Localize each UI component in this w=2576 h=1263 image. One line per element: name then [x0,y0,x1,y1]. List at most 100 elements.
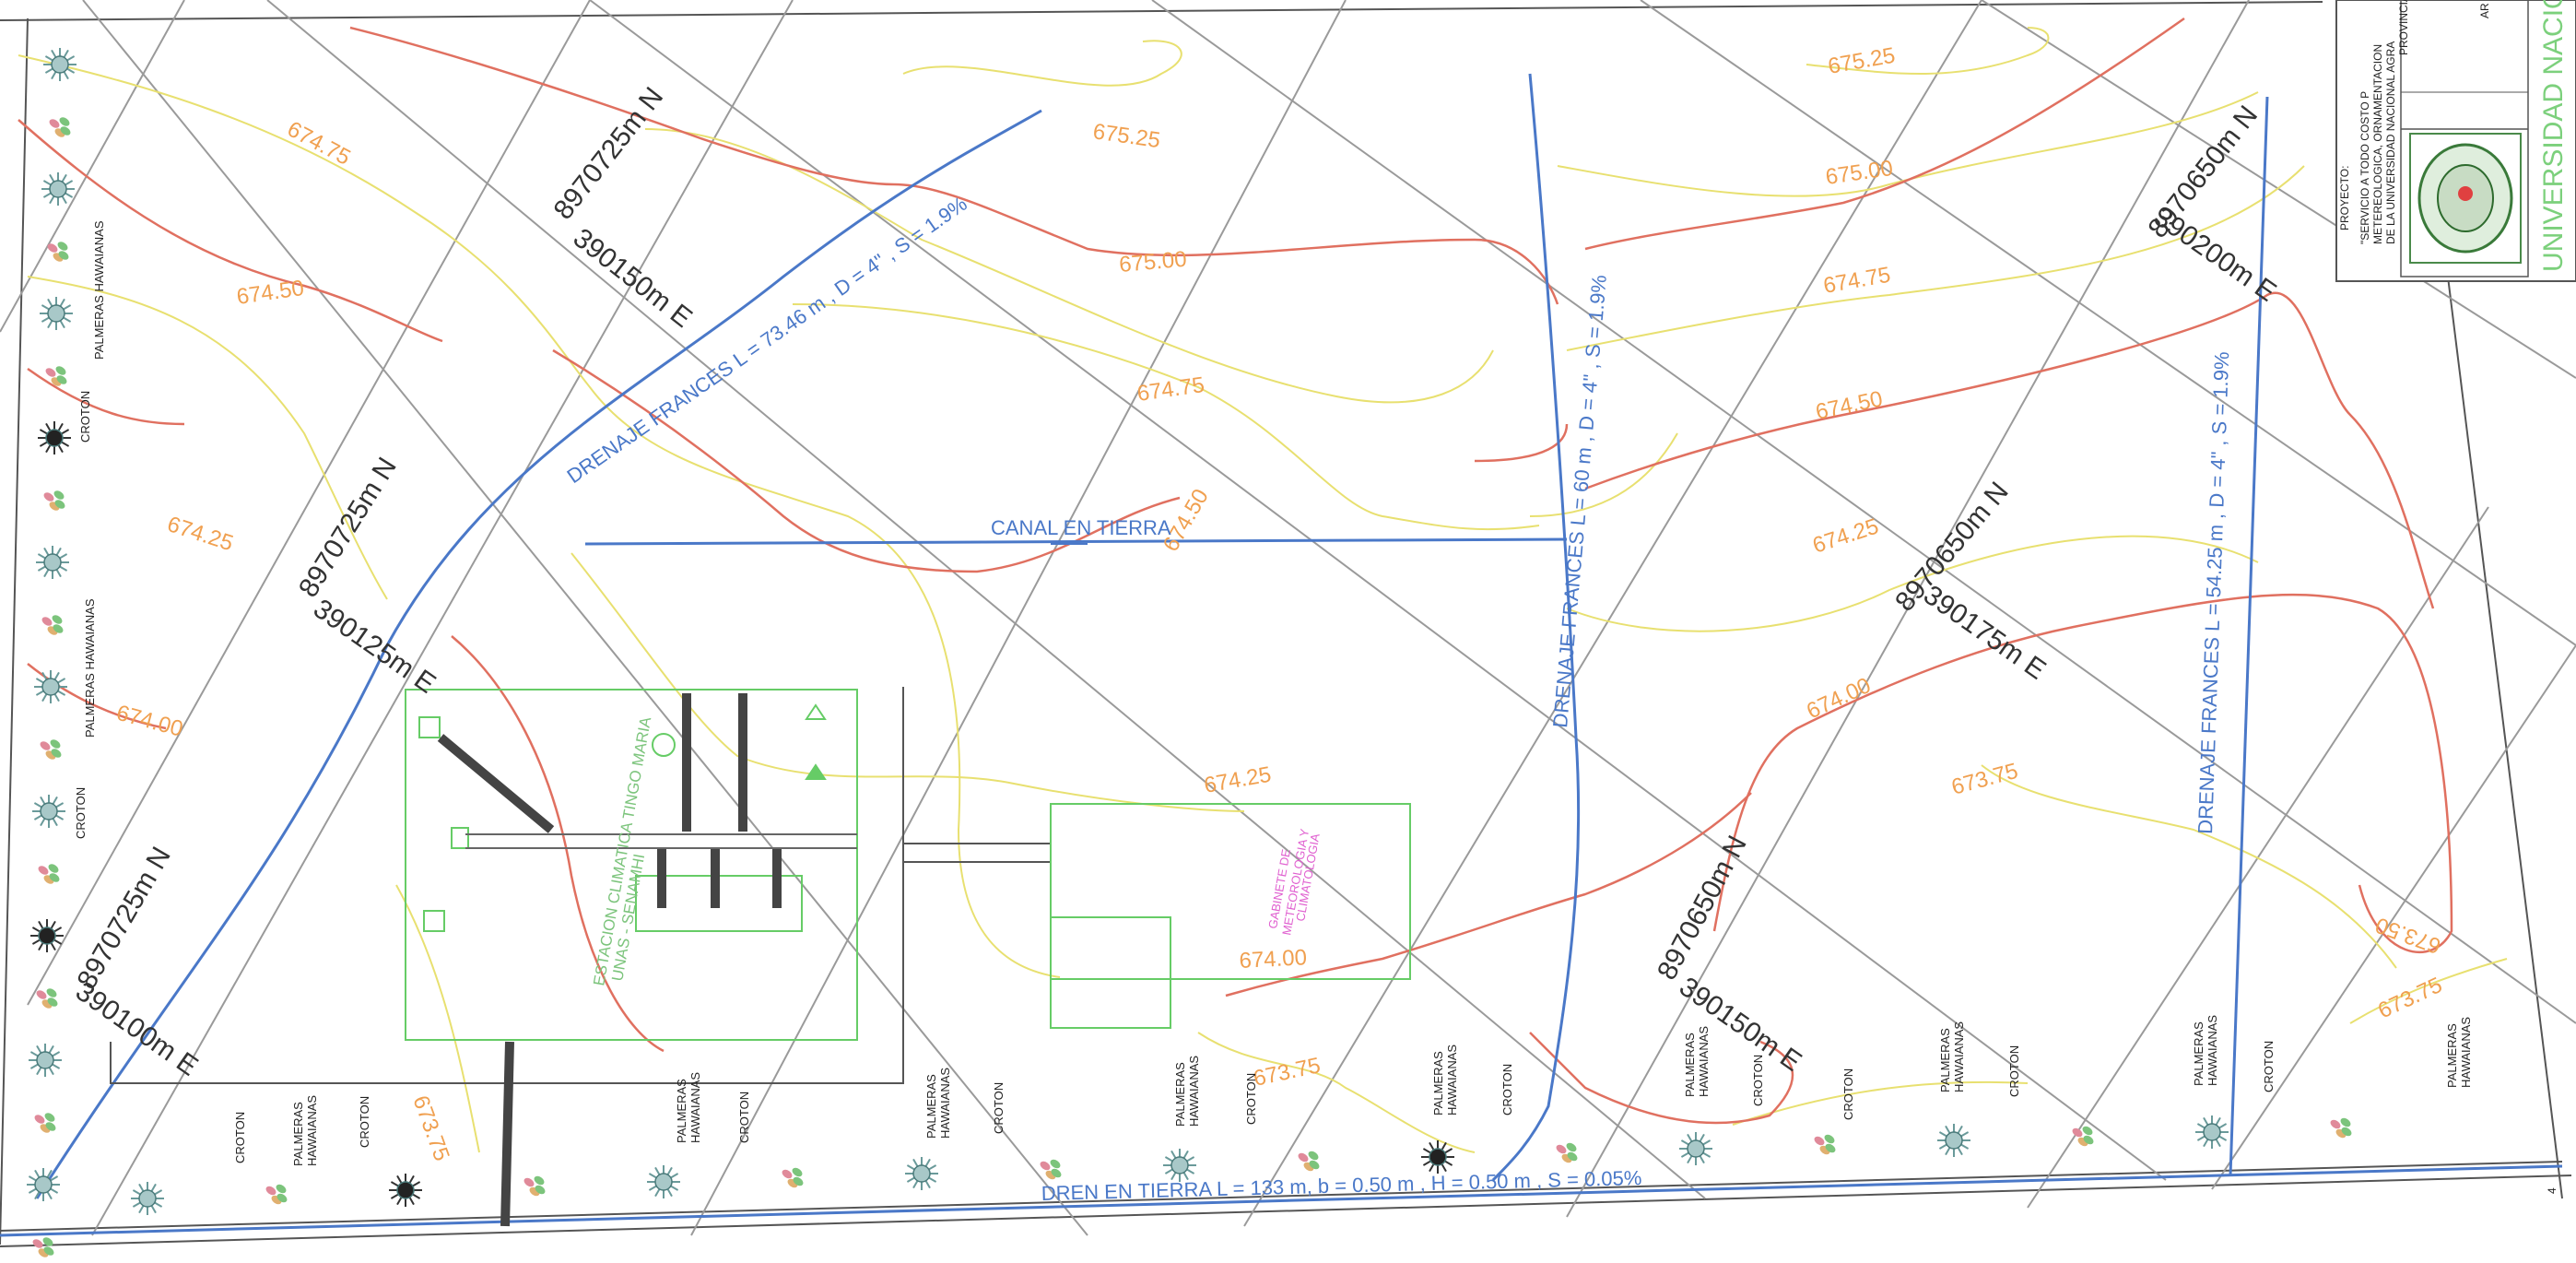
palm-tree-icon [1163,1149,1196,1182]
plant-label: CROTON [992,1082,1006,1134]
plant-label: HAWAIANAS [938,1068,952,1139]
plant-label: PALMERAS HAWAIANAS [92,220,106,360]
plant-label: HAWAIANAS [2205,1015,2219,1086]
plant-label: HAWAIANAS [305,1095,319,1166]
plant-label: PALMERAS [1938,1028,1952,1092]
croton-plant-icon [45,366,67,386]
drain-label: DRENAJE FRANCES L = 60 m , D = 4" , S = … [1548,274,1611,728]
croton-plant-icon [1298,1151,1320,1172]
plant-label: CROTON [78,391,92,443]
plant-label: CROTON [2262,1041,2276,1092]
plant-label: HAWAIANAS [1445,1045,1459,1115]
building-labels: GABINETE DE METEOROLOGIA Y CLIMATOLOGIA … [590,715,1323,987]
plant-label: PALMERAS [2192,1021,2205,1086]
contour-lines-yellow [18,27,2508,1153]
palm-tree-icon [2195,1115,2229,1149]
palm-tree-icon [34,670,67,703]
contour-label: 673.75 [2374,973,2446,1023]
palm-tree-icon [38,421,71,454]
station-paths [465,833,857,849]
plant-label: PALMERAS [924,1074,938,1139]
plant-label: HAWAIANAS [1697,1026,1711,1097]
plant-label: PALMERAS [1173,1062,1187,1127]
title-ar: AR [2478,3,2491,18]
contour-label: 674.25 [164,512,236,556]
title-project-label: PROYECTO: [2338,166,2351,230]
plant-label: CROTON [2007,1045,2021,1097]
grid-north-label: 8970725m N [71,842,176,994]
plant-label: HAWAIANAS [1187,1056,1201,1127]
gabinete-building [1050,803,1411,980]
contour-label: 673.75 [407,1092,453,1164]
plant-label: HAWAIANAS [688,1072,702,1143]
contour-label: 674.00 [1803,673,1875,724]
plant-labels-bottom: CROTON PALMERAS HAWAIANAS CROTON PALMERA… [233,1015,2473,1166]
palm-tree-icon [1679,1132,1712,1165]
croton-plant-icon [1040,1159,1062,1180]
university-name: UNIVERSIDAD NACIO [2538,0,2569,272]
palm-tree-icon [40,297,73,330]
drain-labels: DRENAJE FRANCES L = 73.46 m , D = 4" , S… [563,192,2234,1205]
contour-label: 674.25 [1810,513,1882,558]
contour-label: 674.25 [1202,762,1273,798]
plant-label: PALMERAS [291,1102,305,1166]
contour-label: 675.25 [1826,43,1897,79]
grid-east-label: 390125m E [308,594,441,700]
title-line: "SERVICIO A TODO COSTO P [2358,91,2371,244]
plant-label: CROTON [1751,1055,1765,1106]
drain-2 [1491,73,1581,1182]
grid-coordinate-labels: 8970725m N 390150m E 8970725m N 390125m … [70,82,2282,1082]
landscape-plants [27,48,2352,1257]
grid-east-label: 390100m E [70,976,204,1082]
title-line: PROVINCIA [2397,0,2410,55]
palm-tree-icon [905,1157,938,1190]
croton-plant-icon [265,1184,288,1205]
palm-tree-icon [30,919,64,952]
contour-label: 675.25 [1091,119,1161,153]
plant-label: CROTON [233,1112,247,1163]
croton-plant-icon [41,615,64,635]
drain-1 [35,109,1042,1199]
grid-north-label: 8970650m N [1652,831,1753,985]
plant-label: PALMERAS [2445,1023,2459,1088]
palm-tree-icon [1937,1124,1970,1157]
plant-label: CROTON [358,1096,371,1148]
croton-plant-icon [38,864,60,884]
plant-labels-left: PALMERAS HAWAIANAS CROTON PALMERAS HAWAI… [74,220,106,839]
title-line: METEREOLOGICA, ORNAMENTACION [2371,44,2384,244]
grid-north-label: 8970725m N [548,82,670,226]
contour-label: 674.50 [1814,386,1885,425]
contour-label: 674.00 [113,701,185,742]
contour-label: 675.00 [1118,247,1187,277]
croton-plant-icon [40,739,62,760]
contour-labels: 674.75 674.50 674.25 674.00 673.75 675.2… [113,43,2446,1164]
plant-label: HAWAIANAS [1952,1021,1966,1092]
drain-label: DRENAJE FRANCES L = 54.25 m , D = 4" , S… [2194,351,2233,834]
palm-tree-icon [43,48,76,81]
plant-label: CROTON [1841,1068,1855,1120]
croton-plant-icon [2330,1117,2352,1139]
title-line: DE LA UNIVERSIDAD NACIONAL AGRA [2384,41,2397,244]
palm-tree-icon [41,172,75,206]
canal-line [584,537,1568,546]
palm-tree-icon [131,1182,164,1215]
plant-label: PALMERAS HAWAIANAS [83,598,97,738]
croton-plant-icon [34,1113,56,1133]
plant-label: PALMERAS [1431,1051,1445,1115]
croton-plant-icon [49,117,71,137]
grid-east-label: 390150m E [568,223,698,334]
palm-tree-icon [32,795,65,828]
croton-plant-icon [1556,1142,1578,1163]
palm-tree-icon [29,1044,62,1077]
french-drains [0,73,2563,1237]
drain-label: DRENAJE FRANCES L = 73.46 m , D = 4" , S… [563,192,971,488]
croton-plant-icon [1814,1134,1836,1155]
drain-earth [0,1164,2563,1237]
croton-plant-icon [2072,1126,2094,1147]
palm-tree-icon [27,1168,60,1201]
contour-label: 674.00 [1239,945,1308,974]
contour-label: 674.75 [283,116,354,170]
plant-label: PALMERAS [675,1079,688,1143]
croton-plant-icon [32,1237,54,1257]
